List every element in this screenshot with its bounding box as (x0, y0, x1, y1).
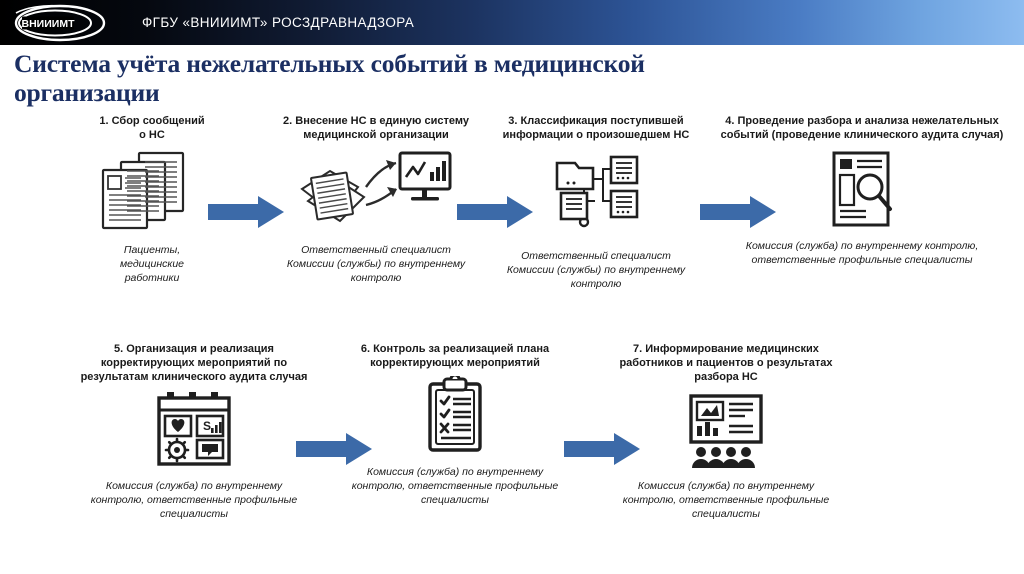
flow-step-3[interactable]: 3. Классификация поступившей информации … (498, 114, 694, 292)
flow-step-4-caption: Комиссия (служба) по внутреннему контрол… (745, 240, 979, 267)
arrow-6-7 (564, 433, 640, 470)
flow-step-7[interactable]: 7. Информирование медицинских работников… (610, 342, 842, 522)
flow-step-6-title: 6. Контроль за реализацией плана коррект… (360, 343, 550, 370)
flow-step-2-caption: Ответственный специалист Комиссии (служб… (286, 244, 466, 284)
flow-step-7-caption: Комиссия (служба) по внутреннему контрол… (622, 480, 830, 520)
presentation-audience-icon (610, 390, 842, 469)
flow-step-3-caption: Ответственный специалист Комиссии (служб… (506, 250, 686, 290)
logo-text: ВНИИИМТ (22, 18, 76, 30)
checklist-clipboard-icon (347, 376, 563, 454)
arrow-2-3 (457, 196, 533, 233)
page-header: ВНИИИМТ ФГБУ «ВНИИИМТ» РОСЗДРАВНАДЗОРА (0, 0, 1024, 45)
page-title: Система учёта нежелательных событий в ме… (14, 49, 645, 107)
arrow-1-2 (208, 196, 284, 233)
flow-step-4[interactable]: 4. Проведение разбора и анализа нежелате… (714, 114, 1010, 268)
flow-step-6-caption: Комиссия (служба) по внутреннему контрол… (351, 466, 559, 506)
flow-step-2-title: 2. Внесение НС в единую систему медицинс… (283, 115, 469, 142)
arrow-3-4 (700, 196, 776, 233)
flow-step-2[interactable]: 2. Внесение НС в единую систему медицинс… (283, 114, 469, 286)
papers-to-monitor-icon (283, 148, 469, 230)
vniiimt-logo: ВНИИИМТ (14, 4, 122, 42)
document-magnifier-icon (714, 148, 1010, 230)
flow-step-4-title: 4. Проведение разбора и анализа нежелате… (720, 115, 1004, 142)
flow-step-6[interactable]: 6. Контроль за реализацией плана коррект… (347, 342, 563, 508)
arrow-5-6 (296, 433, 372, 470)
flow-step-7-title: 7. Информирование медицинских работников… (619, 343, 833, 384)
flow-step-5[interactable]: 5. Организация и реализация корректирующ… (80, 342, 308, 522)
flow-step-1-title: 1. Сбор сообщений о НС (99, 115, 205, 142)
flow-step-1[interactable]: 1. Сбор сообщений о НС (62, 114, 242, 286)
dashboard-grid-icon: S (80, 390, 308, 468)
organization-title: ФГБУ «ВНИИИМТ» РОСЗДРАВНАДЗОРА (142, 15, 415, 30)
flow-step-3-title: 3. Классификация поступившей информации … (502, 115, 690, 142)
folder-tree-icon (498, 148, 694, 232)
stacked-documents-icon (62, 148, 242, 234)
flow-step-1-caption: Пациенты, медицинские работники (119, 244, 185, 284)
flow-step-5-caption: Комиссия (служба) по внутреннему контрол… (90, 480, 298, 520)
flow-step-5-title: 5. Организация и реализация корректирующ… (80, 343, 308, 384)
svg-text:S: S (203, 419, 211, 433)
